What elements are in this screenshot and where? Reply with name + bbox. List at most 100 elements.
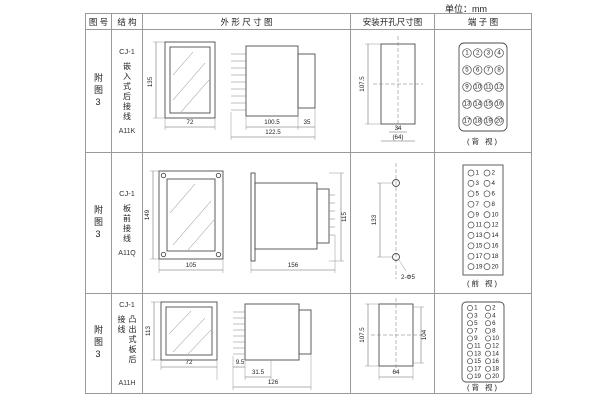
dim-label: 133 — [371, 214, 378, 225]
header-fig-no: 图 号 — [86, 14, 111, 29]
header-install-dims: 安装开孔尺寸图 — [351, 14, 434, 29]
terminal-circle — [467, 373, 473, 380]
terminal-number: 13 — [476, 232, 483, 239]
dim-label: 107.5 — [359, 76, 366, 92]
terminal-number: 12 — [492, 222, 499, 229]
terminal-circle — [483, 180, 491, 187]
install-drawing-a11h: 107.5 104 64 — [359, 298, 428, 380]
model-label: CJ-1 — [119, 47, 135, 56]
terminal-circle — [473, 116, 483, 126]
terminal-circle — [467, 211, 475, 218]
terminal-circle — [467, 190, 475, 198]
terminal-number: 8 — [492, 201, 496, 208]
model-label: CJ-1 — [119, 189, 135, 198]
terminal-number: 6 — [492, 191, 496, 198]
model-code-label: A11H — [118, 380, 136, 387]
dim-label: 104 — [421, 329, 428, 340]
terminal-circle — [467, 312, 473, 319]
terminal-number: 1 — [465, 50, 469, 57]
terminal-number: 17 — [476, 253, 483, 260]
structure-cell-row2: CJ-1 板前接线 A11Q — [112, 153, 142, 293]
terminal-number: 10 — [474, 84, 481, 91]
terminal-number: 15 — [476, 243, 483, 250]
terminal-number: 7 — [474, 328, 478, 335]
header-structure: 结 构 — [112, 14, 142, 29]
terminal-number: 2 — [476, 50, 480, 57]
terminal-number: 2 — [492, 170, 496, 177]
header-terminal-diagram: 端 子 图 — [435, 14, 531, 29]
terminal-view-label: (背 视) — [467, 136, 499, 146]
terminal-number: 4 — [492, 180, 496, 187]
dim-label: 115 — [341, 212, 348, 222]
terminal-number: 14 — [492, 232, 499, 239]
terminal-number: 11 — [474, 343, 481, 350]
model-code-label: A11Q — [118, 250, 136, 257]
terminal-circle — [467, 365, 473, 372]
terminal-circle — [462, 82, 472, 92]
dim-label: (64) — [392, 134, 403, 141]
terminal-circle — [483, 263, 491, 270]
terminal-number: 19 — [474, 373, 481, 380]
terminal-number: 18 — [492, 253, 499, 260]
terminal-number: 18 — [474, 118, 481, 125]
terminal-circle — [483, 48, 494, 58]
terminal-circle — [483, 242, 491, 250]
fig-no-cell-row2: 附图3 — [86, 153, 111, 293]
terminal-circle — [467, 305, 473, 311]
dim-label: 107.5 — [359, 327, 366, 343]
terminal-circle — [467, 320, 473, 327]
terminal-number: 16 — [492, 243, 499, 250]
terminal-number: 4 — [492, 312, 496, 319]
terminal-number: 5 — [476, 191, 480, 198]
terminal-number: 13 — [464, 101, 471, 108]
terminal-circle — [462, 65, 472, 75]
fig-no-label: 附图3 — [93, 72, 103, 110]
dim-label: 135 — [147, 76, 154, 87]
dim-label: 126 — [268, 379, 279, 386]
spec-table: 图 号 结 构 外 形 尺 寸 图 安装开孔尺寸图 端 子 图 附图3 CJ-1… — [85, 13, 532, 394]
terminal-number: 5 — [465, 67, 469, 74]
outline-drawing-a11q: 149 105 156 — [144, 170, 348, 273]
dim-label: 113 — [145, 326, 152, 336]
outline-cell-row3: 113 72 9.5 31. — [143, 294, 350, 393]
terminal-circle — [494, 116, 504, 126]
terminal-number: 15 — [474, 358, 481, 365]
terminal-circle — [467, 242, 475, 250]
model-label: CJ-1 — [119, 300, 135, 309]
terminal-view-label: (背 视) — [467, 382, 499, 392]
terminal-circle — [473, 65, 483, 75]
terminal-number: 12 — [492, 343, 499, 350]
terminal-number: 3 — [487, 50, 491, 57]
dim-label: 9.5 — [236, 359, 245, 366]
terminal-number: 3 — [476, 180, 480, 187]
outline-cell-row1: 135 72 100.5 — [143, 30, 350, 152]
terminal-number: 4 — [497, 50, 501, 57]
structure-cell-row3: CJ-1 凸出式板后接线 A11H — [112, 294, 142, 393]
terminal-number: 12 — [496, 84, 503, 91]
install-drawing-a11k: 107.5 34 (64) — [359, 36, 423, 142]
terminal-circle — [483, 211, 491, 218]
terminal-circle — [485, 365, 491, 372]
dim-label: 72 — [186, 359, 193, 366]
header-outline-dims: 外 形 尺 寸 图 — [143, 14, 350, 29]
terminal-number: 19 — [476, 263, 483, 270]
terminal-circle — [473, 48, 483, 58]
fig-no-cell-row1: 附图3 — [86, 30, 111, 152]
terminal-circle — [467, 343, 473, 349]
terminal-number: 8 — [492, 328, 496, 335]
terminal-number: 14 — [474, 101, 481, 108]
terminal-circle — [483, 221, 491, 229]
terminal-circle — [467, 180, 475, 187]
mount-type-label: 板前接线 — [122, 204, 132, 244]
terminal-number: 20 — [492, 373, 499, 380]
terminal-circle — [467, 358, 473, 365]
terminal-circle — [483, 99, 494, 109]
terminal-number: 1 — [474, 305, 478, 312]
